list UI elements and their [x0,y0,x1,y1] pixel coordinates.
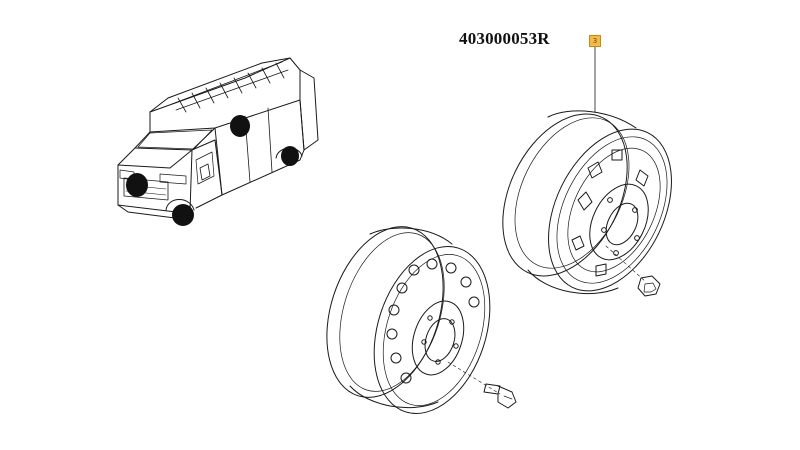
wheel-lower-axis-line [447,361,501,395]
callout-badge[interactable]: 3 [589,35,601,47]
wheel-rim-upper [502,110,672,294]
wheel-rim-lower [326,226,491,414]
wheel-bolt [483,383,517,409]
wheel-upper-axis-line [605,245,647,283]
van-illustration [117,57,319,226]
wheel-nut [637,275,661,297]
part-number-label: 403000053R [459,29,550,48]
